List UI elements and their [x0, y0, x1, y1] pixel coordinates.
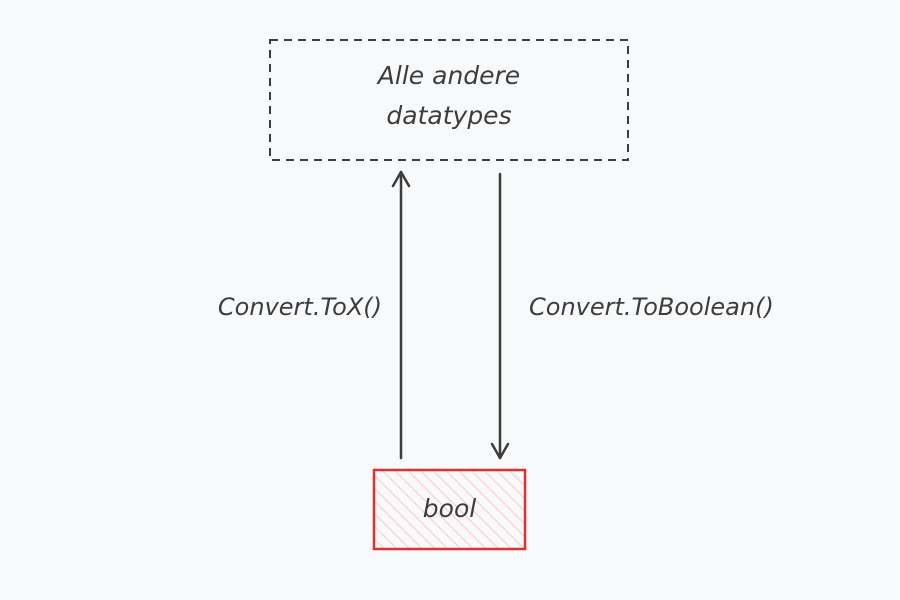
arrow-to-others	[391, 170, 411, 460]
bool-node-box	[372, 468, 527, 551]
bool-node-label: bool	[422, 494, 477, 523]
others-node-label: Alle andere datatypes	[270, 56, 628, 136]
others-node-label-line1: Alle andere	[377, 61, 521, 90]
edge-label-to-others: Convert.ToX()	[217, 293, 382, 321]
arrow-to-bool	[490, 172, 510, 460]
edge-label-to-bool: Convert.ToBoolean()	[529, 293, 774, 321]
arrowhead-up	[391, 170, 411, 188]
others-node-box	[269, 39, 629, 161]
others-node-label-line2: datatypes	[386, 101, 512, 130]
arrowhead-down	[490, 442, 510, 460]
